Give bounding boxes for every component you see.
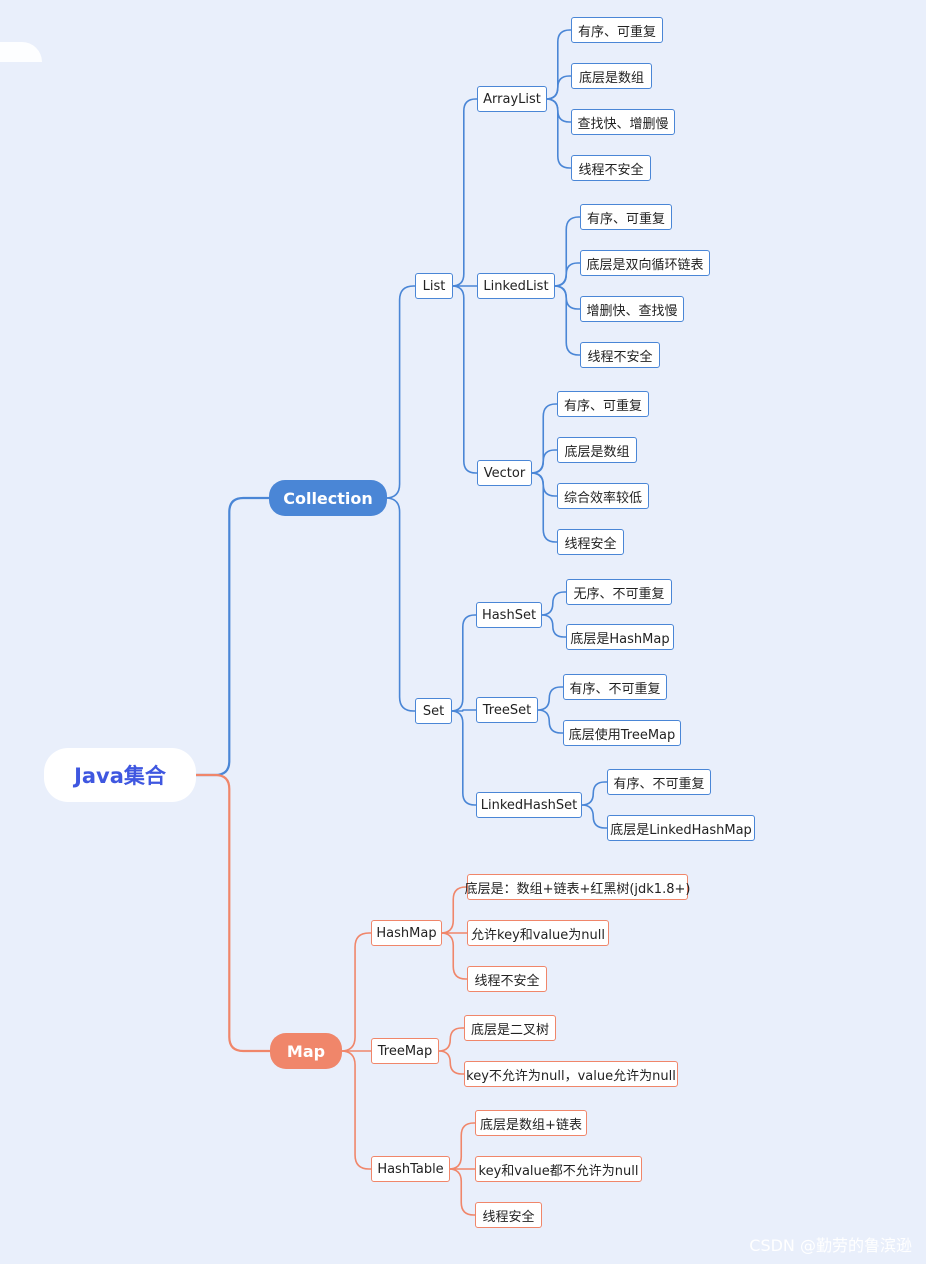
hashmap-item[interactable]: 线程不安全 <box>467 966 547 992</box>
linkedhashset-item[interactable]: 底层是LinkedHashMap <box>607 815 755 841</box>
set-node[interactable]: Set <box>415 698 452 724</box>
treeset-item[interactable]: 有序、不可重复 <box>563 674 667 700</box>
watermark: CSDN @勤劳的鲁滨逊 <box>749 1236 912 1255</box>
connector-line <box>450 710 476 806</box>
vector-item[interactable]: 综合效率较低 <box>557 483 649 509</box>
hashtable-node[interactable]: HashTable <box>371 1156 450 1182</box>
arraylist-item[interactable]: 线程不安全 <box>571 155 651 181</box>
vector-node[interactable]: Vector <box>477 460 532 486</box>
treemap-item[interactable]: 底层是二叉树 <box>464 1015 556 1041</box>
vector-item[interactable]: 底层是数组 <box>557 437 637 463</box>
linkedhashset-item[interactable]: 有序、不可重复 <box>607 769 711 795</box>
connector-line <box>438 1027 464 1052</box>
connector-line <box>537 686 563 711</box>
hashset-item[interactable]: 无序、不可重复 <box>566 579 672 605</box>
connector-line <box>545 98 571 169</box>
connector-line <box>385 497 415 712</box>
arraylist-node[interactable]: ArrayList <box>477 86 547 112</box>
connector-line <box>541 614 566 638</box>
linkedlist-item[interactable]: 底层是双向循环链表 <box>580 250 710 276</box>
connector-line <box>196 496 270 777</box>
connector-line <box>448 1168 475 1216</box>
connector-line <box>341 1050 371 1170</box>
hashmap-item[interactable]: 允许key和value为null <box>467 920 609 946</box>
arraylist-item[interactable]: 有序、可重复 <box>571 17 663 43</box>
hashset-node[interactable]: HashSet <box>476 602 542 628</box>
treeset-item[interactable]: 底层使用TreeMap <box>563 720 681 746</box>
arraylist-item[interactable]: 查找快、增删慢 <box>571 109 675 135</box>
root-node[interactable]: Java集合 <box>44 748 196 802</box>
connector-line <box>440 932 467 980</box>
connector-line <box>531 449 557 474</box>
connector-line <box>452 709 476 712</box>
treemap-item[interactable]: key不允许为null，value允许为null <box>464 1061 678 1087</box>
linkedlist-item[interactable]: 增删快、查找慢 <box>580 296 684 322</box>
hashmap-node[interactable]: HashMap <box>371 920 442 946</box>
connector-line <box>530 472 557 543</box>
connector-line <box>451 285 477 474</box>
linkedlist-item[interactable]: 线程不安全 <box>580 342 660 368</box>
hashtable-item[interactable]: 线程安全 <box>475 1202 542 1228</box>
connector-line <box>546 75 571 100</box>
connector-line <box>541 591 566 616</box>
collection-node[interactable]: Collection <box>269 480 387 516</box>
hashset-item[interactable]: 底层是HashMap <box>566 624 674 650</box>
connector-line <box>553 285 580 356</box>
connector-line <box>537 709 563 734</box>
vector-item[interactable]: 有序、可重复 <box>557 391 649 417</box>
map-node[interactable]: Map <box>270 1033 342 1069</box>
hashmap-item[interactable]: 底层是：数组+链表+红黑树(jdk1.8+) <box>465 874 690 900</box>
linkedlist-item[interactable]: 有序、可重复 <box>580 204 672 230</box>
list-node[interactable]: List <box>415 273 453 299</box>
connector-line <box>554 262 580 287</box>
decorative-blob <box>0 42 42 62</box>
arraylist-item[interactable]: 底层是数组 <box>571 63 652 89</box>
linkedlist-node[interactable]: LinkedList <box>477 273 555 299</box>
hashtable-item[interactable]: 底层是数组+链表 <box>475 1110 587 1136</box>
connector-line <box>581 781 607 806</box>
treemap-node[interactable]: TreeMap <box>371 1038 439 1064</box>
vector-item[interactable]: 线程安全 <box>557 529 624 555</box>
treeset-node[interactable]: TreeSet <box>476 697 538 723</box>
connector-line <box>196 773 270 1053</box>
connector-line <box>385 285 415 499</box>
connector-line <box>581 804 607 829</box>
linkedhashset-node[interactable]: LinkedHashSet <box>476 792 582 818</box>
connector-line <box>438 1050 464 1075</box>
hashtable-item[interactable]: key和value都不允许为null <box>475 1156 642 1182</box>
